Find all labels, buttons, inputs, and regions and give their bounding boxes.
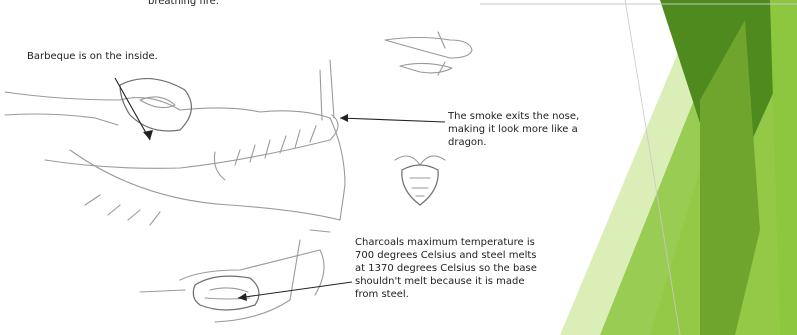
arrow-barbeque bbox=[115, 78, 150, 140]
dragon-head-sketch bbox=[5, 60, 345, 232]
arrow-smoke-head bbox=[340, 114, 348, 122]
caption-breathing-fire: breathing fire. bbox=[148, 0, 219, 8]
green-accent-shapes bbox=[560, 0, 797, 335]
arrow-charcoal bbox=[238, 282, 352, 298]
arrow-smoke bbox=[340, 118, 445, 122]
caption-charcoal-temperature: Charcoals maximum temperature is 700 deg… bbox=[355, 236, 537, 301]
caption-smoke-exits-nose: The smoke exits the nose, making it look… bbox=[448, 110, 579, 149]
caption-barbeque: Barbeque is on the inside. bbox=[27, 50, 158, 63]
arrow-charcoal-head bbox=[238, 293, 247, 301]
dragon-front-view-sketch bbox=[395, 156, 445, 205]
arrow-barbeque-head bbox=[143, 130, 153, 140]
dragon-top-view-sketch bbox=[385, 32, 472, 75]
base-sketch bbox=[140, 240, 324, 322]
